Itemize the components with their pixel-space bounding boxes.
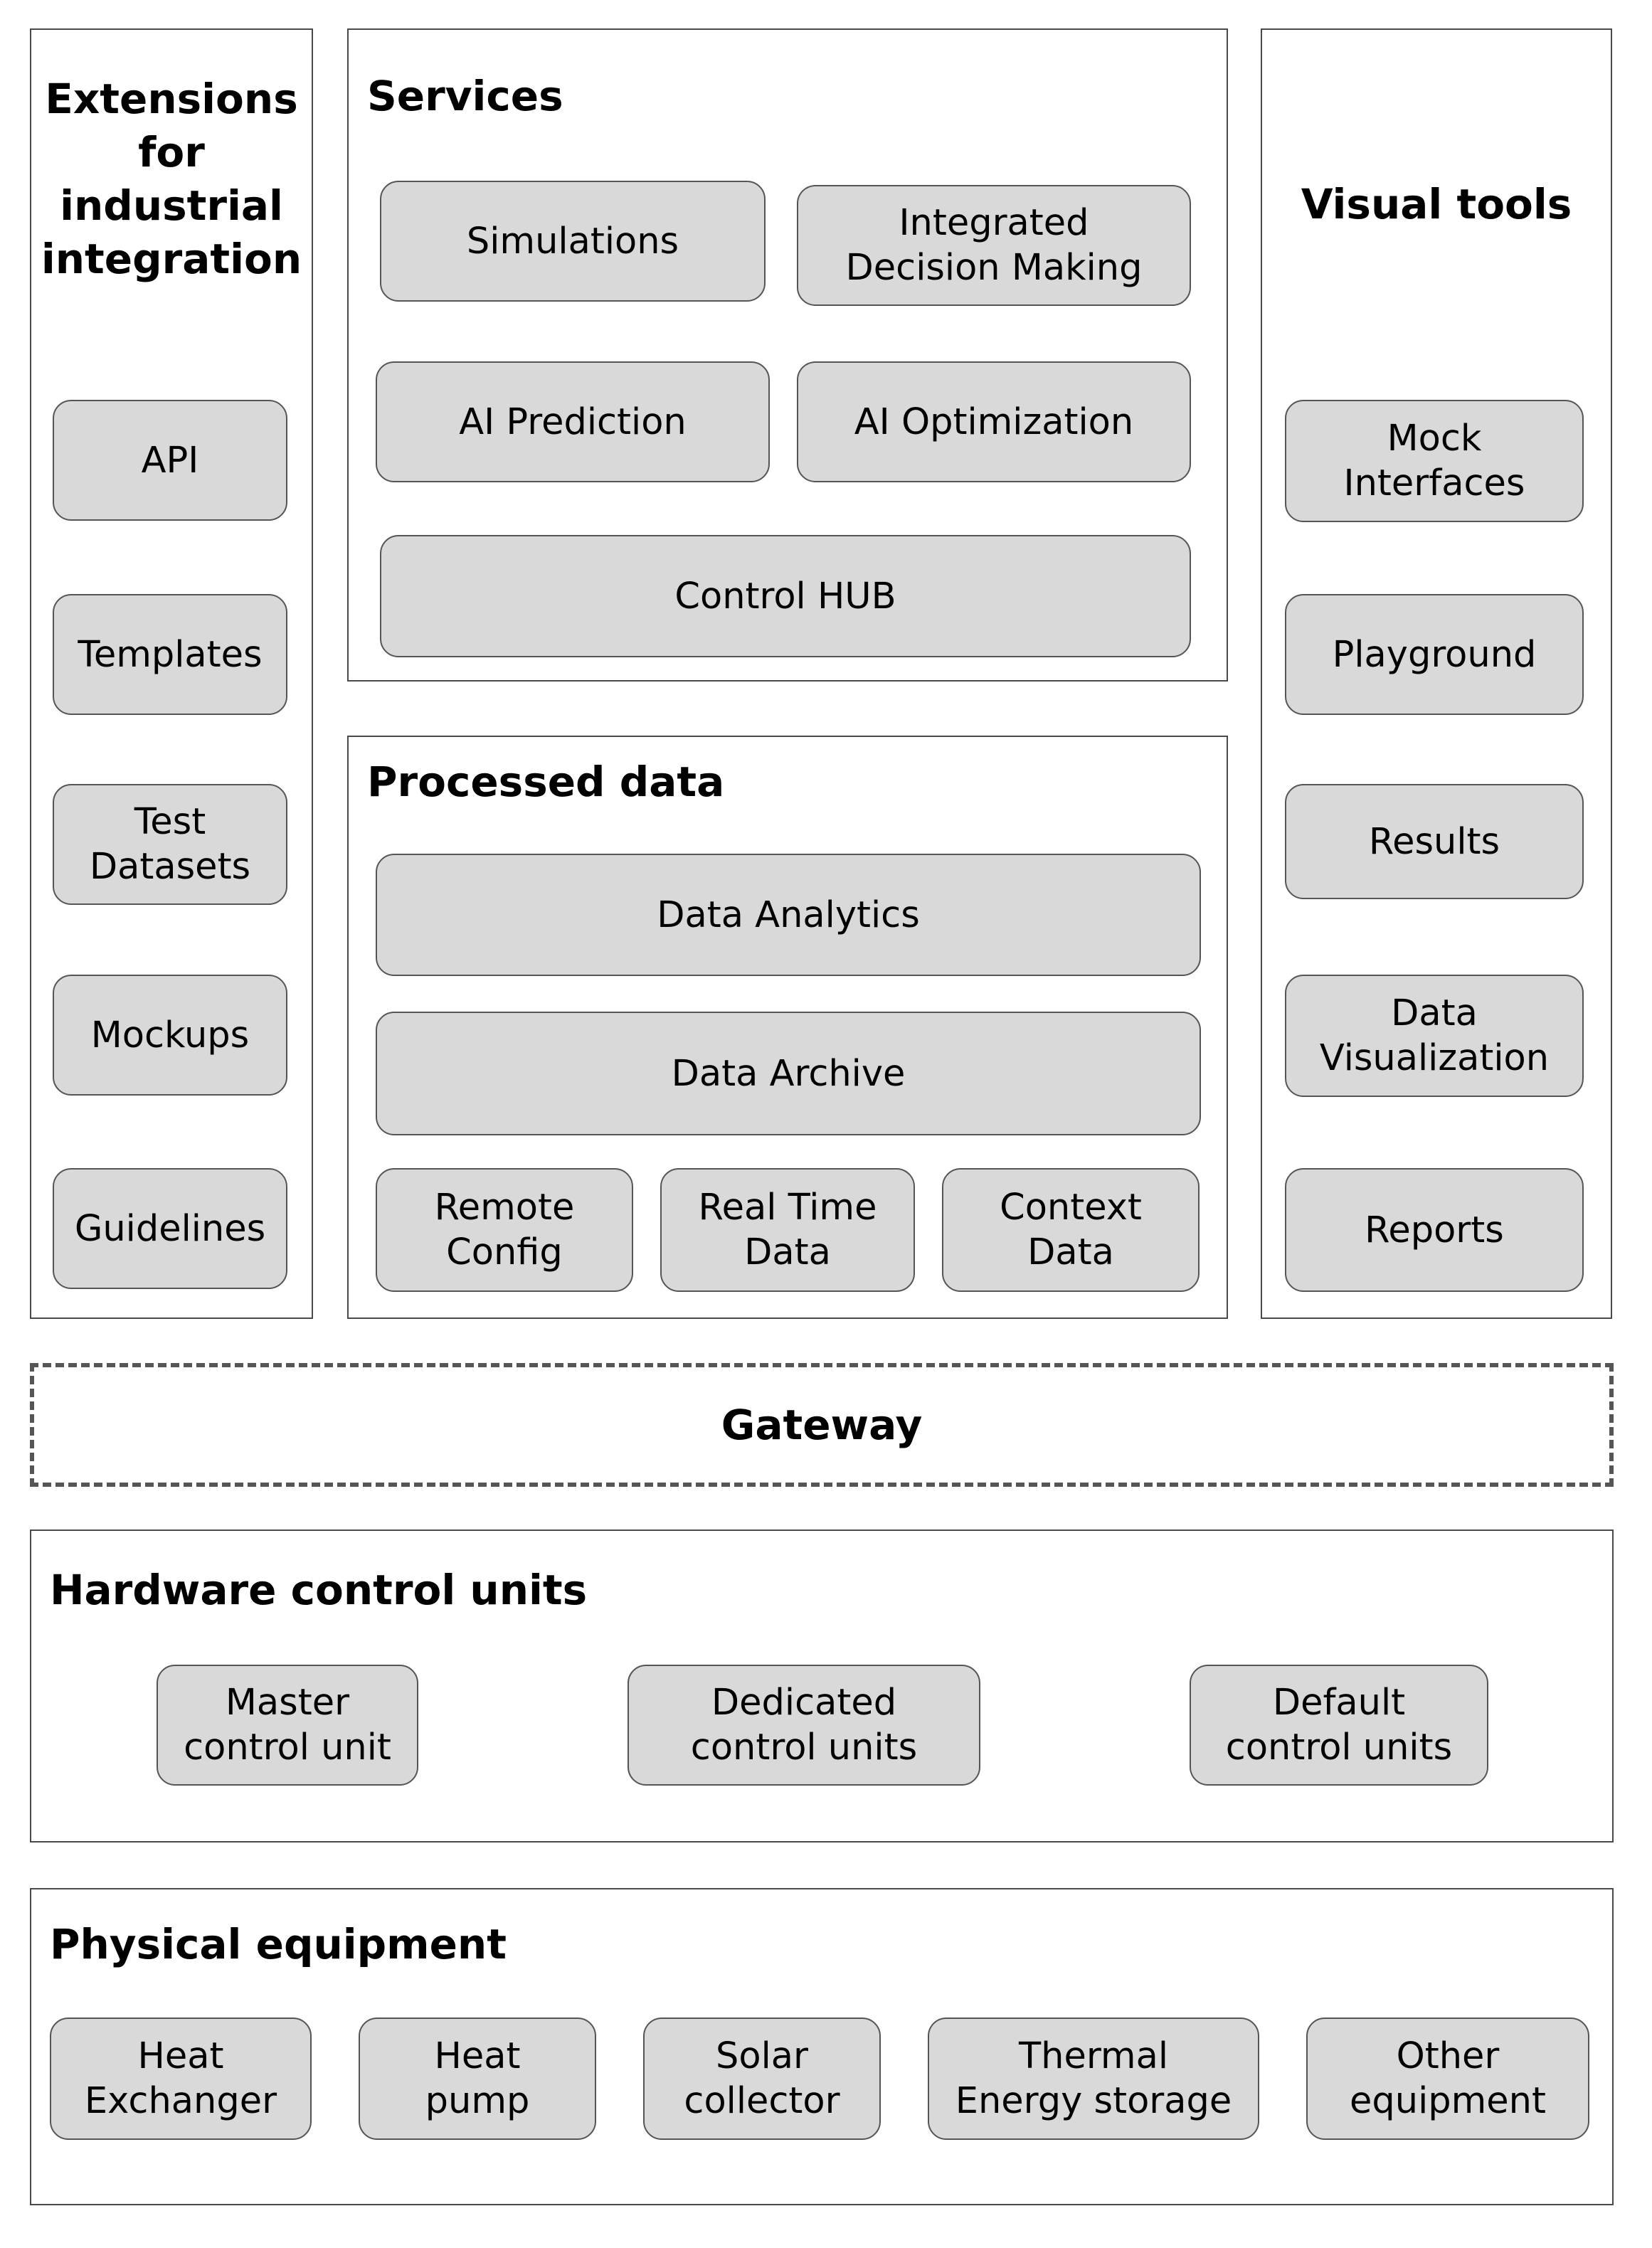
other-equipment-box: Other equipment (1306, 2018, 1589, 2140)
extensions-title: Extensions for industrial integration (41, 75, 302, 283)
default-control-units-box: Default control units (1190, 1665, 1488, 1786)
test-datasets-box: Test Datasets (53, 784, 287, 905)
gateway-label: Gateway (721, 1401, 923, 1449)
data-archive-box: Data Archive (376, 1012, 1201, 1135)
ai-prediction-box: AI Prediction (376, 361, 770, 482)
reports-box: Reports (1285, 1168, 1584, 1292)
physical-title: Physical equipment (50, 1920, 507, 1968)
control-hub-box: Control HUB (380, 535, 1191, 657)
mock-interfaces-box: Mock Interfaces (1285, 400, 1584, 522)
playground-box: Playground (1285, 594, 1584, 715)
visual-tools-title: Visual tools (1301, 180, 1572, 228)
simulations-box: Simulations (380, 181, 766, 302)
integrated-decision-making-box: Integrated Decision Making (797, 185, 1191, 306)
real-time-data-box: Real Time Data (660, 1168, 915, 1292)
context-data-box: Context Data (942, 1168, 1200, 1292)
remote-config-box: Remote Config (376, 1168, 633, 1292)
dedicated-control-units-box: Dedicated control units (628, 1665, 980, 1786)
processed-data-title: Processed data (367, 758, 725, 806)
guidelines-box: Guidelines (53, 1168, 287, 1289)
services-title: Services (367, 72, 563, 120)
solar-collector-box: Solar collector (643, 2018, 881, 2140)
data-analytics-box: Data Analytics (376, 854, 1201, 976)
master-control-unit-box: Master control unit (157, 1665, 418, 1786)
data-visualization-box: Data Visualization (1285, 975, 1584, 1097)
gateway-panel: Gateway (30, 1363, 1614, 1487)
thermal-energy-storage-box: Thermal Energy storage (928, 2018, 1259, 2140)
templates-box: Templates (53, 594, 287, 715)
heat-exchanger-box: Heat Exchanger (50, 2018, 312, 2140)
api-box: API (53, 400, 287, 521)
mockups-box: Mockups (53, 975, 287, 1096)
ai-optimization-box: AI Optimization (797, 361, 1191, 482)
heat-pump-box: Heat pump (359, 2018, 596, 2140)
hardware-title: Hardware control units (50, 1566, 588, 1614)
results-box: Results (1285, 784, 1584, 899)
